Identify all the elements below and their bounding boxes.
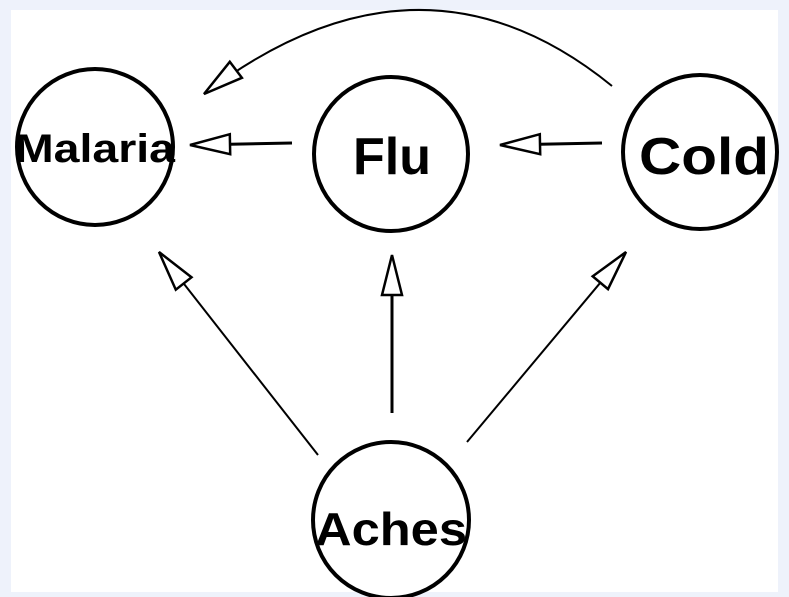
- node-aches-circle: [311, 440, 471, 597]
- node-flu-label: Flu: [353, 128, 431, 186]
- arrowhead-icon: [590, 250, 628, 292]
- node-cold-circle: [621, 73, 779, 231]
- node-malaria[interactable]: Malaria: [15, 67, 176, 227]
- arrowhead-icon: [203, 59, 244, 96]
- node-aches-label: Aches: [315, 503, 467, 555]
- edge-aches-flu[interactable]: [380, 254, 404, 413]
- edge-line: [182, 282, 319, 456]
- arrowhead-icon: [499, 132, 542, 156]
- edge-flu-malaria[interactable]: [189, 132, 293, 156]
- arrowhead-icon: [157, 251, 194, 292]
- edges-layer: [157, 9, 628, 456]
- edge-line: [229, 141, 293, 146]
- edge-line: [539, 141, 603, 146]
- edge-line: [203, 9, 613, 95]
- edge-line: [466, 282, 602, 443]
- arrowhead-icon: [380, 254, 404, 297]
- edge-aches-malaria[interactable]: [157, 251, 319, 456]
- node-aches[interactable]: Aches: [311, 440, 471, 597]
- node-malaria-circle: [15, 67, 175, 227]
- node-flu[interactable]: Flu: [312, 75, 470, 233]
- node-cold[interactable]: Cold: [621, 73, 779, 231]
- node-malaria-label: Malaria: [15, 127, 176, 171]
- arrowhead-icon: [189, 132, 232, 156]
- node-flu-circle: [312, 75, 470, 233]
- edge-cold-flu[interactable]: [499, 132, 603, 156]
- edge-aches-cold[interactable]: [466, 250, 628, 443]
- edge-cold-malaria[interactable]: [203, 9, 613, 96]
- node-cold-label: Cold: [639, 128, 769, 186]
- nodes-layer: Malaria Flu Cold Aches: [15, 67, 779, 597]
